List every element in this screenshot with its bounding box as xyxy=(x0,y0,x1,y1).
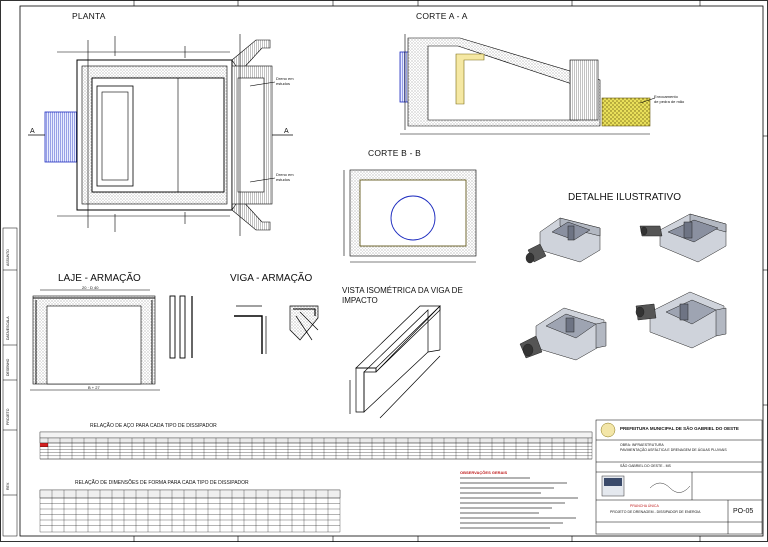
detalhe-title: DETALHE ILUSTRATIVO xyxy=(568,192,681,203)
dreno-bottom-callout-2: estudos xyxy=(276,177,291,182)
vista-isometrica-view xyxy=(349,305,441,419)
corte-aa-view xyxy=(399,34,656,135)
laje-title: LAJE - ARMAÇÃO xyxy=(58,273,141,284)
title-block-project: PROJETO DE DRENAGEM - DISSIPADOR DE ENER… xyxy=(610,510,701,514)
title-block xyxy=(595,419,763,535)
corte-bb-view xyxy=(343,169,477,263)
section-mark-a-left: A xyxy=(30,128,35,135)
left-strip xyxy=(2,227,18,537)
frame-inner xyxy=(19,5,764,537)
left-strip-rev: REV. xyxy=(6,482,10,490)
left-strip-data: DATA/ESCALA xyxy=(6,316,10,340)
left-strip-projeto: PROJETO xyxy=(6,408,10,425)
title-block-prefeitura: PREFEITURA MUNICIPAL DE SÃO GABRIEL DO O… xyxy=(620,426,739,431)
title-block-sheet-code: PO-05 xyxy=(733,508,754,515)
title-block-line3: SÃO GABRIEL DO OESTE - MS xyxy=(620,464,671,468)
enrocamento-callout-2: de pedra de mão xyxy=(654,99,685,104)
left-strip-desenho: DESENHO xyxy=(6,358,10,376)
detalhe-ilustrativo xyxy=(519,213,727,361)
notes-block xyxy=(460,477,578,529)
planta-title: PLANTA xyxy=(72,11,106,21)
viga-armacao-view xyxy=(234,305,319,354)
title-block-line1: OBRA: INFRAESTRUTURA xyxy=(620,443,664,447)
laje-top-dim: 20 · D 40 xyxy=(82,285,99,290)
section-mark-a-right: A xyxy=(284,128,289,135)
vista-title: VISTA ISOMÉTRICA DA VIGA DE IMPACTO xyxy=(342,286,463,305)
laje-armacao-view xyxy=(30,289,193,391)
corte-bb-title: CORTE B - B xyxy=(368,148,422,158)
table-forma xyxy=(39,489,341,533)
title-block-subtitle: PRANCHA ÚNICA xyxy=(630,504,659,508)
table-aco xyxy=(39,431,593,460)
enrocamento-callout: Enrocamento xyxy=(654,94,678,99)
viga-title: VIGA - ARMAÇÃO xyxy=(230,273,313,284)
dreno-bottom-callout: Dreno em xyxy=(276,172,294,177)
dreno-top-callout: Dreno em xyxy=(276,76,294,81)
notes-title: OBSERVAÇÕES GERAIS xyxy=(460,470,508,475)
dreno-top-callout-2: estudos xyxy=(276,81,291,86)
corte-aa-title: CORTE A - A xyxy=(416,11,468,21)
left-strip-assunto: ASSUNTO xyxy=(6,249,10,266)
table-aco-title: RELAÇÃO DE AÇO PARA CADA TIPO DE DISSIPA… xyxy=(90,423,217,429)
table-forma-title: RELAÇÃO DE DIMENSÕES DE FORMA PARA CADA … xyxy=(75,480,249,486)
planta-view xyxy=(28,34,293,236)
laje-bottom-dim: B + 27 xyxy=(88,385,100,390)
title-block-line2: PAVIMENTAÇÃO ASFÁLTICA E DRENAGEM DE ÁGU… xyxy=(620,448,727,452)
